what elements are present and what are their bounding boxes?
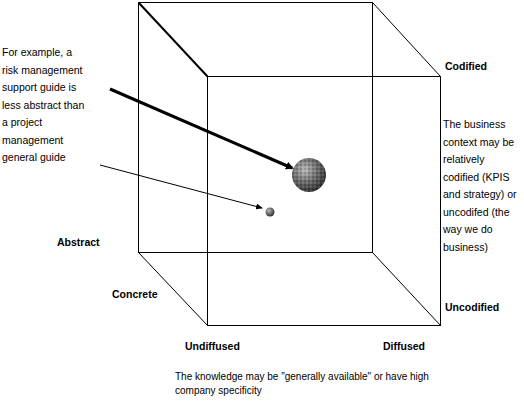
callout-note: For example, a risk management support g… (2, 44, 88, 167)
axis-label: Concrete (112, 286, 158, 304)
cube-edges (139, 3, 441, 326)
axis-label: Abstract (57, 234, 100, 252)
axis-label: Undiffused (185, 338, 240, 356)
leader-arrow (100, 165, 262, 208)
bottom-note: The knowledge may be "generally availabl… (175, 370, 440, 398)
knowledge-spheres (266, 158, 327, 217)
leader-arrow (110, 89, 292, 168)
axis-label: Diffused (383, 338, 425, 356)
axis-label: Uncodified (445, 299, 499, 317)
side-note: The business context may be relatively c… (443, 116, 521, 256)
axis-label: Codified (445, 58, 487, 76)
